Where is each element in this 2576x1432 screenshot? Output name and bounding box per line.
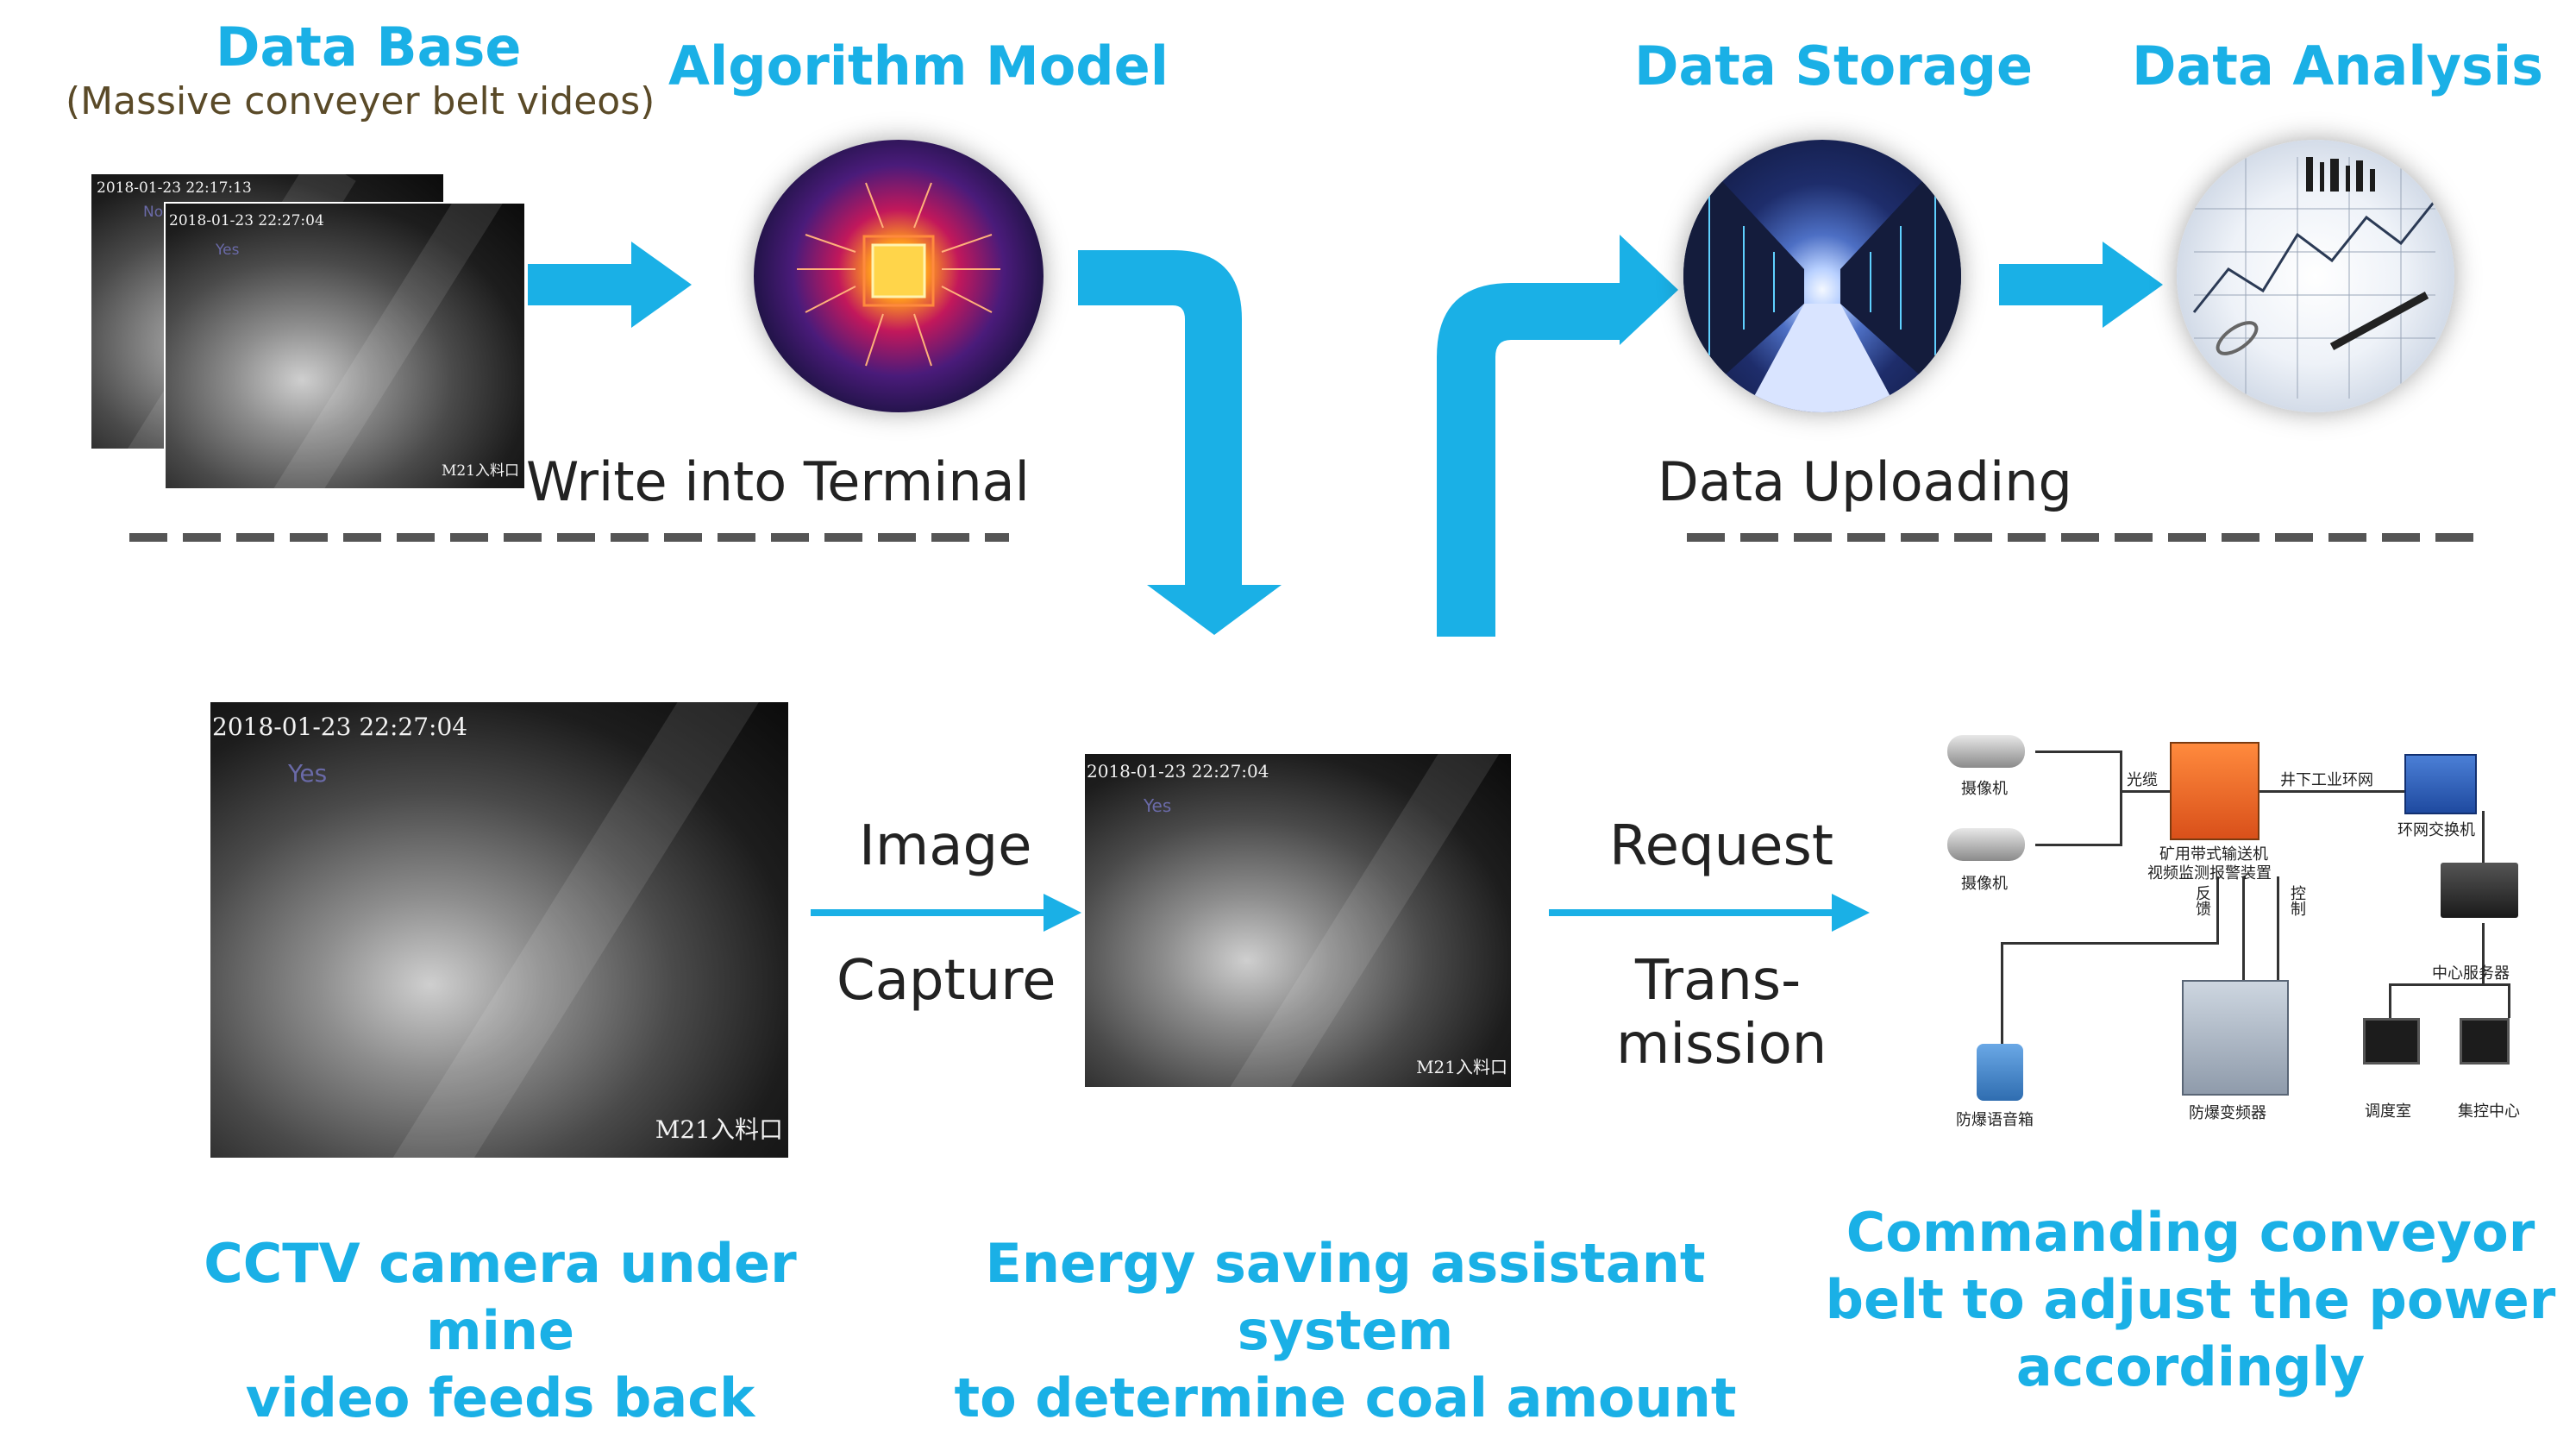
- caption-cctv-line1: CCTV camera under mine: [204, 1232, 797, 1362]
- frame-entrance-label: M21入料口: [441, 462, 519, 480]
- fiber-label: 光缆: [2127, 771, 2158, 789]
- data-base-title: Data Base: [216, 16, 522, 79]
- cctv-video-frame: 2018-01-23 22:27:04 Yes M21入料口: [210, 702, 788, 1158]
- monitor-icon: [2363, 1018, 2420, 1065]
- frame-tag: Yes: [216, 242, 240, 259]
- caption-command-line2: belt to adjust the power: [1825, 1268, 2556, 1331]
- write-into-terminal-label: Write into Terminal: [526, 450, 1030, 513]
- arrow-algorithm-to-system: [1078, 250, 1282, 635]
- frame-timestamp: 2018-01-23 22:27:04: [169, 212, 324, 229]
- frame-timestamp: 2018-01-23 22:27:04: [212, 713, 468, 741]
- arrow-cctv-to-system: [811, 894, 1081, 932]
- alarm-device-label-line1: 矿用带式输送机: [2159, 845, 2268, 864]
- speaker-label: 防爆语音箱: [1956, 1111, 2034, 1129]
- frame-entrance-label: M21入料口: [655, 1115, 783, 1144]
- algorithm-model-image: [754, 140, 1044, 412]
- control-label: 控制: [2288, 885, 2306, 916]
- speaker-icon: [1977, 1044, 2023, 1101]
- dispatch-label: 调度室: [2365, 1102, 2411, 1121]
- central-label: 集控中心: [2458, 1102, 2520, 1121]
- database-video-frame-front: 2018-01-23 22:27:04 Yes M21入料口: [164, 202, 526, 490]
- server-room-icon: [1683, 140, 1961, 412]
- camera-label: 摄像机: [1961, 875, 2008, 893]
- camera-icon: [1947, 828, 2025, 861]
- data-analysis-title: Data Analysis: [2132, 35, 2544, 97]
- camera-icon: [1947, 735, 2025, 768]
- network-diagram: 摄像机 摄像机 光缆 矿用带式输送机 视频监测报警装置 井下工业环网 环网交换机…: [1932, 716, 2535, 1130]
- caption-command-line1: Commanding conveyor: [1846, 1201, 2535, 1264]
- algorithm-model-title: Algorithm Model: [668, 35, 1169, 97]
- caption-cctv: CCTV camera under mine video feeds back: [121, 1230, 880, 1432]
- caption-energy: Energy saving assistant system to determ…: [897, 1230, 1794, 1432]
- caption-cctv-line2: video feeds back: [245, 1366, 755, 1429]
- arrow-system-to-storage: [1437, 235, 1678, 637]
- alarm-device-label-line2: 视频监测报警装置: [2147, 864, 2272, 882]
- caption-energy-line2: to determine coal amount: [954, 1366, 1737, 1429]
- switch-label: 环网交换机: [2397, 821, 2475, 839]
- alarm-device-icon: [2170, 742, 2259, 840]
- caption-energy-line1: Energy saving assistant system: [985, 1232, 1706, 1362]
- data-base-subtitle: (Massive conveyer belt videos): [66, 79, 655, 123]
- frame-entrance-label: M21入料口: [1416, 1057, 1507, 1077]
- capture-label: Capture: [837, 949, 1056, 1013]
- chip-icon: [797, 182, 1000, 367]
- arrow-database-to-algorithm: [528, 242, 692, 328]
- server-icon: [2441, 863, 2518, 918]
- dashed-divider-left: [129, 533, 1009, 542]
- camera-label: 摄像机: [1961, 780, 2008, 798]
- system-video-frame: 2018-01-23 22:27:04 Yes M21入料口: [1085, 754, 1511, 1087]
- arrow-system-to-conveyor: [1549, 894, 1870, 932]
- data-storage-title: Data Storage: [1634, 35, 2034, 97]
- trans-label: Trans-: [1635, 949, 1802, 1013]
- frame-tag: No: [143, 204, 164, 221]
- feedback-label: 反馈: [2193, 885, 2211, 916]
- frame-timestamp: 2018-01-23 22:27:04: [1087, 761, 1269, 782]
- frame-timestamp: 2018-01-23 22:17:13: [97, 179, 252, 197]
- frame-tag: Yes: [288, 759, 328, 788]
- analysis-chart-icon: [2192, 157, 2437, 399]
- data-uploading-label: Data Uploading: [1658, 450, 2072, 513]
- frame-tag: Yes: [1144, 795, 1172, 816]
- switch-icon: [2404, 754, 2477, 814]
- data-analysis-image: [2177, 140, 2454, 412]
- inverter-icon: [2182, 980, 2289, 1096]
- ring-network-label: 井下工业环网: [2280, 771, 2373, 789]
- inverter-label: 防爆变频器: [2189, 1104, 2266, 1122]
- caption-command-line3: accordingly: [2015, 1335, 2366, 1398]
- dashed-divider-right: [1687, 533, 2487, 542]
- request-label: Request: [1609, 814, 1833, 878]
- arrow-storage-to-analysis: [1999, 242, 2163, 328]
- caption-command: Commanding conveyor belt to adjust the p…: [1811, 1199, 2570, 1401]
- image-label: Image: [859, 814, 1032, 878]
- monitor-icon: [2460, 1018, 2510, 1065]
- mission-label: mission: [1616, 1013, 1827, 1077]
- data-storage-image: [1683, 140, 1961, 412]
- server-label: 中心服务器: [2432, 964, 2510, 983]
